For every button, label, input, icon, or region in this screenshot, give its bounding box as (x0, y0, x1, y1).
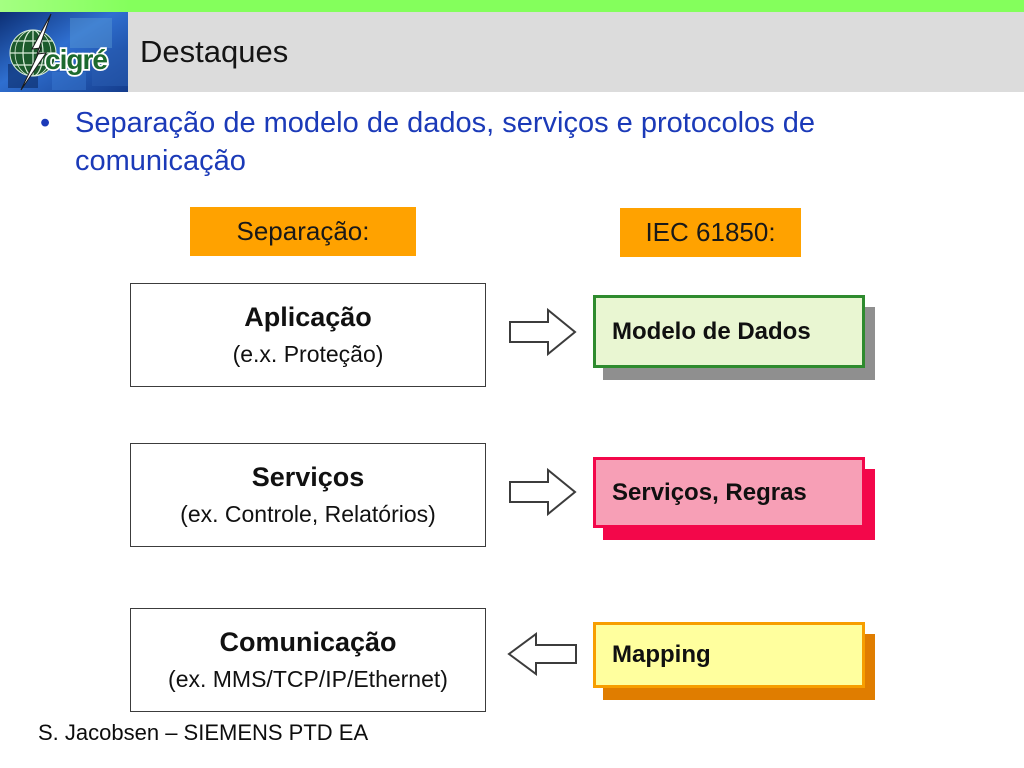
target-box-label: Modelo de Dados (612, 317, 811, 345)
headline-line1: Separação de modelo de dados, serviços e… (75, 107, 815, 139)
label-separacao: Separação: (190, 207, 416, 256)
arrow-right-icon (509, 307, 577, 357)
target-box-label: Mapping (612, 641, 711, 668)
source-box-servicos: Serviços (ex. Controle, Relatórios) (130, 443, 486, 547)
source-box-title: Serviços (251, 462, 365, 492)
logo-wordmark: cigré (45, 44, 107, 75)
globe-icon (9, 29, 57, 77)
target-box-mapping: Mapping (593, 622, 865, 688)
footer-author: S. Jacobsen – SIEMENS PTD EA (38, 720, 369, 745)
headline-line2: comunicação (75, 145, 246, 177)
source-box-aplicacao: Aplicação (e.x. Proteção) (130, 283, 486, 387)
cigre-logo: cigré (0, 12, 128, 92)
source-box-comunicacao: Comunicação (ex. MMS/TCP/IP/Ethernet) (130, 608, 486, 712)
header-bar (128, 12, 1024, 92)
target-box-servicos-regras: Serviços, Regras (593, 457, 865, 528)
cigre-logo-icon: cigré (0, 12, 128, 92)
headline-text: Separação de modelo de dados, serviços e… (75, 104, 955, 180)
page-title: Destaques (140, 34, 289, 69)
arrow-right-icon (509, 467, 577, 517)
label-iec-61850: IEC 61850: (620, 208, 801, 257)
source-box-title: Aplicação (244, 302, 372, 332)
target-box-modelo-de-dados: Modelo de Dados (593, 295, 865, 368)
top-accent-bar (0, 0, 1024, 12)
lightning-bolt-icon (20, 13, 52, 91)
bullet-marker: • (40, 107, 51, 139)
arrow-left-icon (507, 632, 577, 676)
source-box-subtitle: (ex. MMS/TCP/IP/Ethernet) (168, 666, 448, 692)
source-box-title: Comunicação (219, 627, 397, 657)
source-box-subtitle: (ex. Controle, Relatórios) (180, 501, 436, 527)
source-box-subtitle: (e.x. Proteção) (232, 341, 384, 367)
target-box-label: Serviços, Regras (612, 478, 807, 506)
